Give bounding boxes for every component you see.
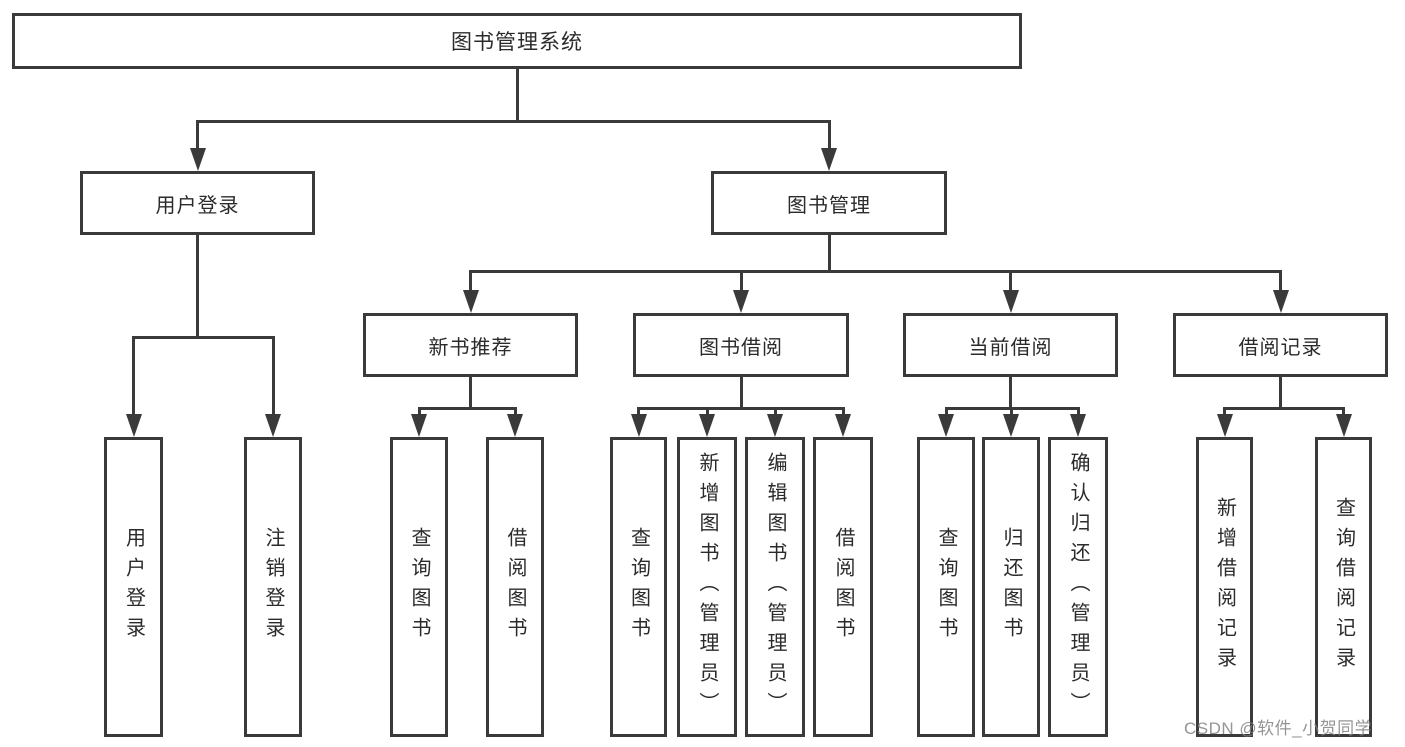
arrowhead-v_add: [699, 414, 715, 437]
connector-drop-login: [196, 120, 199, 152]
arrowhead-records: [1272, 290, 1289, 313]
node-v_q1: 查询图书: [390, 437, 448, 737]
connector-drop-v_b2: [841, 407, 845, 418]
node-label-v_logout: 注销登录: [262, 527, 284, 647]
node-v_b1: 借阅图书: [486, 437, 544, 737]
node-v_add: 新增图书（管理员）: [677, 437, 737, 737]
node-label-v_qrec: 查询借阅记录: [1332, 497, 1355, 677]
connector-drop-v_q1: [417, 407, 421, 418]
connector-stem-records: [1279, 375, 1282, 410]
arrowhead-borrow: [733, 290, 749, 313]
connector-drop-v_login: [132, 336, 135, 418]
connector-branch-borrow: [637, 407, 845, 410]
node-current: 当前借阅: [903, 313, 1118, 377]
node-v_logout: 注销登录: [244, 437, 302, 737]
arrowhead-v_b1: [507, 414, 523, 437]
node-login: 用户登录: [80, 171, 315, 235]
arrowhead-v_q2: [630, 414, 647, 437]
arrowhead-v_logout: [265, 414, 281, 437]
connector-stem-current: [1009, 375, 1012, 410]
connector-drop-v_confirm: [1076, 407, 1080, 418]
arrowhead-login: [189, 148, 206, 171]
arrowhead-v_b2: [835, 414, 851, 437]
watermark: CSDN @软件_小贺同学: [1184, 719, 1373, 738]
connector-stem-mgmt: [827, 233, 831, 273]
connector-drop-v_q2: [637, 407, 640, 418]
connector-drop-mgmt: [827, 120, 831, 152]
arrowhead-v_login: [125, 414, 142, 437]
connector-drop-borrow: [739, 270, 743, 294]
node-v_qrec: 查询借阅记录: [1315, 437, 1372, 737]
arrowhead-current: [1002, 290, 1019, 313]
connector-drop-current: [1009, 270, 1012, 294]
node-root: 图书管理系统: [12, 13, 1022, 69]
node-label-v_login: 用户登录: [122, 527, 145, 647]
connector-drop-v_edit: [773, 407, 777, 418]
arrowhead-v_q3: [938, 414, 954, 437]
connector-branch-login: [132, 336, 275, 339]
connector-drop-newbook: [469, 270, 472, 294]
node-v_q2: 查询图书: [610, 437, 667, 737]
node-label-v_ret: 归还图书: [1000, 527, 1022, 647]
node-v_b2: 借阅图书: [813, 437, 873, 737]
arrowhead-newbook: [462, 290, 479, 313]
connector-drop-v_q3: [944, 407, 948, 418]
arrowhead-v_addrec: [1216, 414, 1233, 437]
connector-drop-v_logout: [271, 336, 275, 418]
node-label-mgmt: 图书管理: [787, 194, 871, 217]
arrowhead-v_q1: [411, 414, 427, 437]
node-label-v_q1: 查询图书: [408, 527, 430, 647]
connector-stem-login: [196, 233, 199, 339]
connector-stem-borrow: [739, 375, 743, 410]
node-label-records: 借阅记录: [1238, 336, 1323, 359]
node-label-v_addrec: 新增借阅记录: [1213, 497, 1236, 677]
node-label-newbook: 新书推荐: [428, 336, 513, 359]
connector-drop-v_addrec: [1223, 407, 1226, 418]
arrowhead-v_qrec: [1335, 414, 1352, 437]
connector-branch-records: [1223, 407, 1345, 410]
connector-stem-newbook: [469, 375, 472, 410]
node-label-v_q2: 查询图书: [627, 527, 650, 647]
arrowhead-mgmt: [821, 148, 837, 171]
connector-branch-root: [196, 120, 831, 123]
node-records: 借阅记录: [1173, 313, 1388, 377]
node-label-v_b1: 借阅图书: [504, 527, 526, 647]
node-label-borrow: 图书借阅: [699, 336, 783, 359]
connector-drop-v_qrec: [1342, 407, 1345, 418]
node-label-v_q3: 查询图书: [935, 527, 957, 647]
node-label-v_add: 新增图书（管理员）: [696, 452, 718, 722]
connector-drop-v_b1: [513, 407, 517, 418]
node-v_edit: 编辑图书（管理员）: [745, 437, 805, 737]
connector-branch-newbook: [417, 407, 517, 410]
node-label-login: 用户登录: [155, 194, 240, 217]
node-mgmt: 图书管理: [711, 171, 947, 235]
connector-stem-root: [515, 67, 519, 123]
connector-branch-mgmt: [469, 270, 1282, 273]
connector-drop-v_add: [705, 407, 709, 418]
arrowhead-v_confirm: [1070, 414, 1086, 437]
node-v_q3: 查询图书: [917, 437, 975, 737]
node-label-current: 当前借阅: [968, 336, 1053, 359]
arrowhead-v_ret: [1003, 414, 1019, 437]
arrowhead-v_edit: [767, 414, 783, 437]
node-label-v_confirm: 确认归还（管理员）: [1067, 452, 1089, 722]
node-v_login: 用户登录: [104, 437, 163, 737]
node-label-v_edit: 编辑图书（管理员）: [764, 452, 786, 722]
node-label-v_b2: 借阅图书: [832, 527, 854, 647]
connector-drop-records: [1279, 270, 1282, 294]
connector-drop-v_ret: [1009, 407, 1013, 418]
node-newbook: 新书推荐: [363, 313, 578, 377]
node-v_ret: 归还图书: [982, 437, 1040, 737]
node-label-root: 图书管理系统: [451, 31, 583, 54]
node-borrow: 图书借阅: [633, 313, 849, 377]
node-v_addrec: 新增借阅记录: [1196, 437, 1253, 737]
node-v_confirm: 确认归还（管理员）: [1048, 437, 1108, 737]
